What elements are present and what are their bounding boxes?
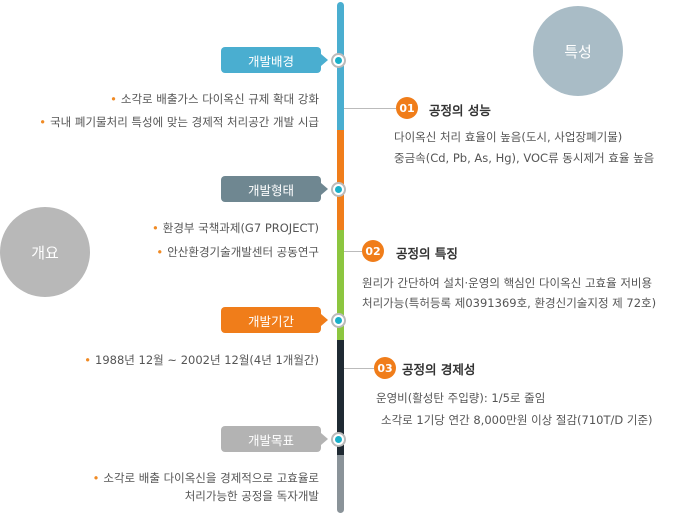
- item-title-02: 공정의 특징: [396, 246, 458, 261]
- timeline-segment-5: [337, 455, 344, 513]
- item-03-line-1: 운영비(활성탄 주입량): 1/5로 줄임: [376, 391, 546, 405]
- timeline-dot-4: [331, 432, 346, 447]
- period-item-1: •1988년 12월 ~ 2002년 12월(4년 1개월간): [84, 352, 319, 368]
- item-title-01: 공정의 성능: [429, 103, 491, 118]
- bullet-icon: •: [84, 353, 92, 367]
- item-title-03: 공정의 경제성: [402, 362, 476, 377]
- item-01-line-1: 다이옥신 처리 효율이 높음(도시, 사업장폐기물): [394, 130, 623, 144]
- form-item-2-text: 안산환경기술개발센터 공동연구: [167, 245, 319, 259]
- goal-item-1-text: 소각로 배출 다이옥신을 경제적으로 고효율로: [103, 471, 319, 485]
- tag-background-label: 개발배경: [247, 53, 294, 69]
- form-item-1-text: 환경부 국책과제(G7 PROJECT): [162, 221, 319, 235]
- tag-background: 개발배경: [221, 47, 328, 73]
- item-02-line-1: 원리가 간단하여 설치·운영의 핵심인 다이옥신 고효율 저비용: [362, 276, 653, 290]
- goal-item-2: 처리가능한 공정을 독자개발: [185, 488, 319, 504]
- overview-circle-label: 개요: [31, 243, 59, 262]
- bullet-icon: •: [110, 92, 117, 106]
- period-item-1-text: 1988년 12월 ~ 2002년 12월(4년 1개월간): [95, 353, 319, 367]
- item-number-03-text: 03: [377, 361, 393, 375]
- item-02-line-2: 처리가능(특허등록 제0391369호, 환경신기술지정 제 72호): [362, 296, 657, 310]
- form-item-2: •안산환경기술개발센터 공동연구: [156, 244, 319, 260]
- tag-form: 개발형태: [221, 176, 328, 202]
- item-number-02-text: 02: [365, 244, 381, 258]
- item-number-01: 01: [396, 97, 418, 119]
- bullet-icon: •: [39, 115, 47, 129]
- item-01-line-2: 중금속(Cd, Pb, As, Hg), VOC류 동시제거 효율 높음: [394, 151, 655, 165]
- goal-item-2-text: 처리가능한 공정을 독자개발: [184, 489, 319, 503]
- features-circle-label: 특성: [564, 42, 592, 61]
- background-item-1-text: 소각로 배출가스 다이옥신 규제 확대 강화: [120, 92, 319, 106]
- timeline-dot-3: [331, 313, 346, 328]
- timeline-cap-top: [337, 2, 344, 10]
- timeline-dot-2: [331, 182, 346, 197]
- item-number-02: 02: [362, 240, 384, 262]
- connector-1: [344, 108, 396, 109]
- tag-goal: 개발목표: [221, 426, 328, 452]
- background-item-1: •소각로 배출가스 다이옥신 규제 확대 강화: [110, 91, 319, 107]
- tag-form-label: 개발형태: [247, 182, 294, 198]
- timeline-segment-4: [337, 340, 344, 455]
- tag-period-label: 개발기간: [247, 313, 294, 329]
- features-circle: 특성: [533, 6, 623, 96]
- background-item-2-text: 국내 폐기물처리 특성에 맞는 경제적 처리공간 개발 시급: [50, 115, 319, 129]
- item-number-03: 03: [374, 357, 396, 379]
- connector-3: [344, 368, 374, 369]
- bullet-icon: •: [156, 245, 164, 259]
- timeline-segment-3: [337, 230, 344, 340]
- item-03-line-2: 소각로 1기당 연간 8,000만원 이상 절감(710T/D 기준): [381, 413, 653, 427]
- background-item-2: •국내 폐기물처리 특성에 맞는 경제적 처리공간 개발 시급: [39, 114, 319, 130]
- connector-2: [344, 251, 362, 252]
- timeline-segment-2: [337, 130, 344, 230]
- timeline-segment-1: [337, 8, 344, 130]
- tag-period: 개발기간: [221, 307, 328, 333]
- item-number-01-text: 01: [399, 101, 415, 115]
- bullet-icon: •: [92, 471, 100, 485]
- goal-item-1: •소각로 배출 다이옥신을 경제적으로 고효율로: [93, 470, 319, 486]
- overview-circle: 개요: [0, 207, 90, 297]
- form-item-1: •환경부 국책과제(G7 PROJECT): [152, 220, 319, 236]
- bullet-icon: •: [151, 221, 159, 235]
- timeline-dot-1: [331, 53, 346, 68]
- tag-goal-label: 개발목표: [247, 432, 294, 448]
